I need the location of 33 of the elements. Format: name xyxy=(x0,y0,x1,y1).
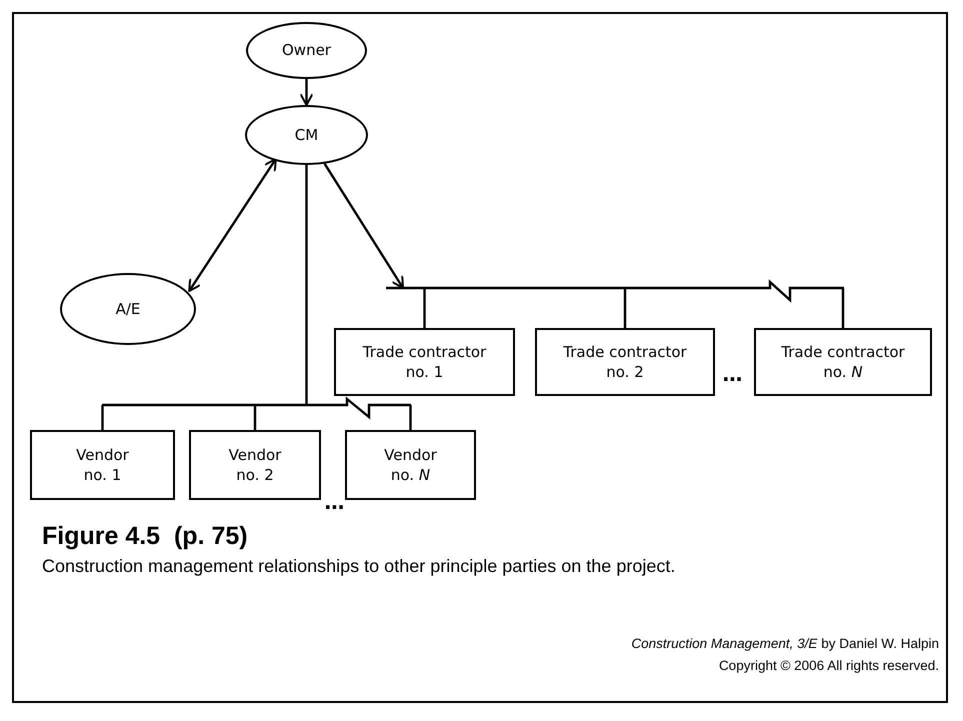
figure-title: Figure 4.5 (p. 75) xyxy=(42,522,248,551)
connector-line xyxy=(409,405,412,430)
party-box xyxy=(189,430,321,500)
branch-line xyxy=(101,398,412,418)
connector-arrow xyxy=(300,79,314,106)
connector-line xyxy=(423,288,426,328)
connector-line xyxy=(305,165,308,405)
party-box xyxy=(754,328,932,396)
connector-arrow xyxy=(188,158,277,292)
connector-line xyxy=(842,288,844,328)
party-box xyxy=(30,430,175,500)
party-name: Vendor no. 1 xyxy=(75,444,130,486)
ellipsis: ... xyxy=(722,362,742,386)
party-name: Trade contractor no. 2 xyxy=(562,342,688,382)
connector-line xyxy=(624,288,626,328)
copyright-notice: Copyright © 2006 All rights reserved. xyxy=(718,658,939,673)
party-box xyxy=(535,328,715,396)
party-name: A/E xyxy=(116,298,140,320)
connector-arrow xyxy=(324,163,404,289)
party-box xyxy=(334,328,515,396)
source-credit: Construction Management, 3/E by Daniel W. Halpin xyxy=(631,636,939,651)
connector-line xyxy=(101,405,104,430)
ellipsis: ... xyxy=(324,490,344,514)
branch-line xyxy=(385,281,845,301)
figure-caption: Construction management relationships to other principle parties on the project. xyxy=(42,556,676,577)
party-name: Vendor no. N xyxy=(383,444,438,486)
party-name: Owner xyxy=(282,40,331,61)
party-name: Vendor no. 2 xyxy=(228,444,282,486)
connector-line xyxy=(254,405,256,430)
party-name: Trade contractor no. 1 xyxy=(362,342,488,382)
party-name: Trade contractor no. N xyxy=(780,342,906,382)
party-box xyxy=(345,430,476,500)
party-name: CM xyxy=(294,124,318,146)
